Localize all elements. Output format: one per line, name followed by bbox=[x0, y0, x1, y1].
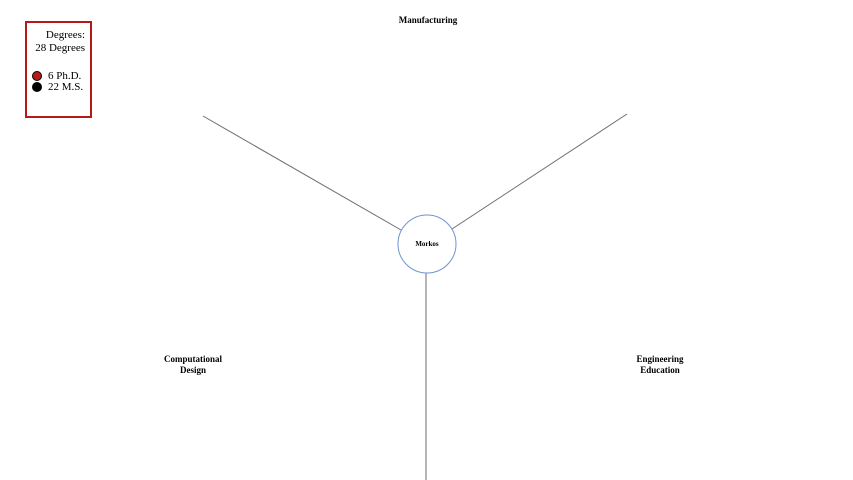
branch-label-line1: Manufacturing bbox=[398, 15, 458, 25]
center-node-label: Morkos bbox=[415, 240, 439, 248]
center-node[interactable] bbox=[397, 214, 457, 274]
edge-manufacturing bbox=[202, 115, 402, 231]
branch-label-computational-design[interactable]: Computational Design bbox=[164, 354, 222, 376]
legend-title-line2: 28 Degrees bbox=[35, 42, 85, 54]
legend-item-label: 6 Ph.D. bbox=[48, 70, 82, 82]
black-dot-icon bbox=[32, 82, 42, 92]
edge-engineering-education bbox=[451, 113, 628, 230]
legend-title: Degrees: 28 Degrees bbox=[35, 29, 85, 55]
legend-item-phd: 6 Ph.D. bbox=[32, 70, 81, 82]
red-dot-icon bbox=[32, 71, 42, 81]
legend-item-ms: 22 M.S. bbox=[32, 81, 83, 93]
branch-label-line1: Engineering bbox=[636, 354, 684, 364]
legend-item-label: 22 M.S. bbox=[48, 81, 84, 93]
legend-title-line1: Degrees: bbox=[45, 29, 85, 41]
branch-label-engineering-education[interactable]: Engineering Education bbox=[636, 354, 683, 376]
legend: Degrees: 28 Degrees 6 Ph.D. 22 M.S. bbox=[25, 21, 92, 118]
branch-label-line1: Computational bbox=[163, 354, 223, 364]
branch-label-manufacturing[interactable]: Manufacturing bbox=[399, 15, 458, 26]
branch-label-line2: Design bbox=[179, 365, 207, 375]
branch-label-line2: Education bbox=[640, 365, 680, 375]
